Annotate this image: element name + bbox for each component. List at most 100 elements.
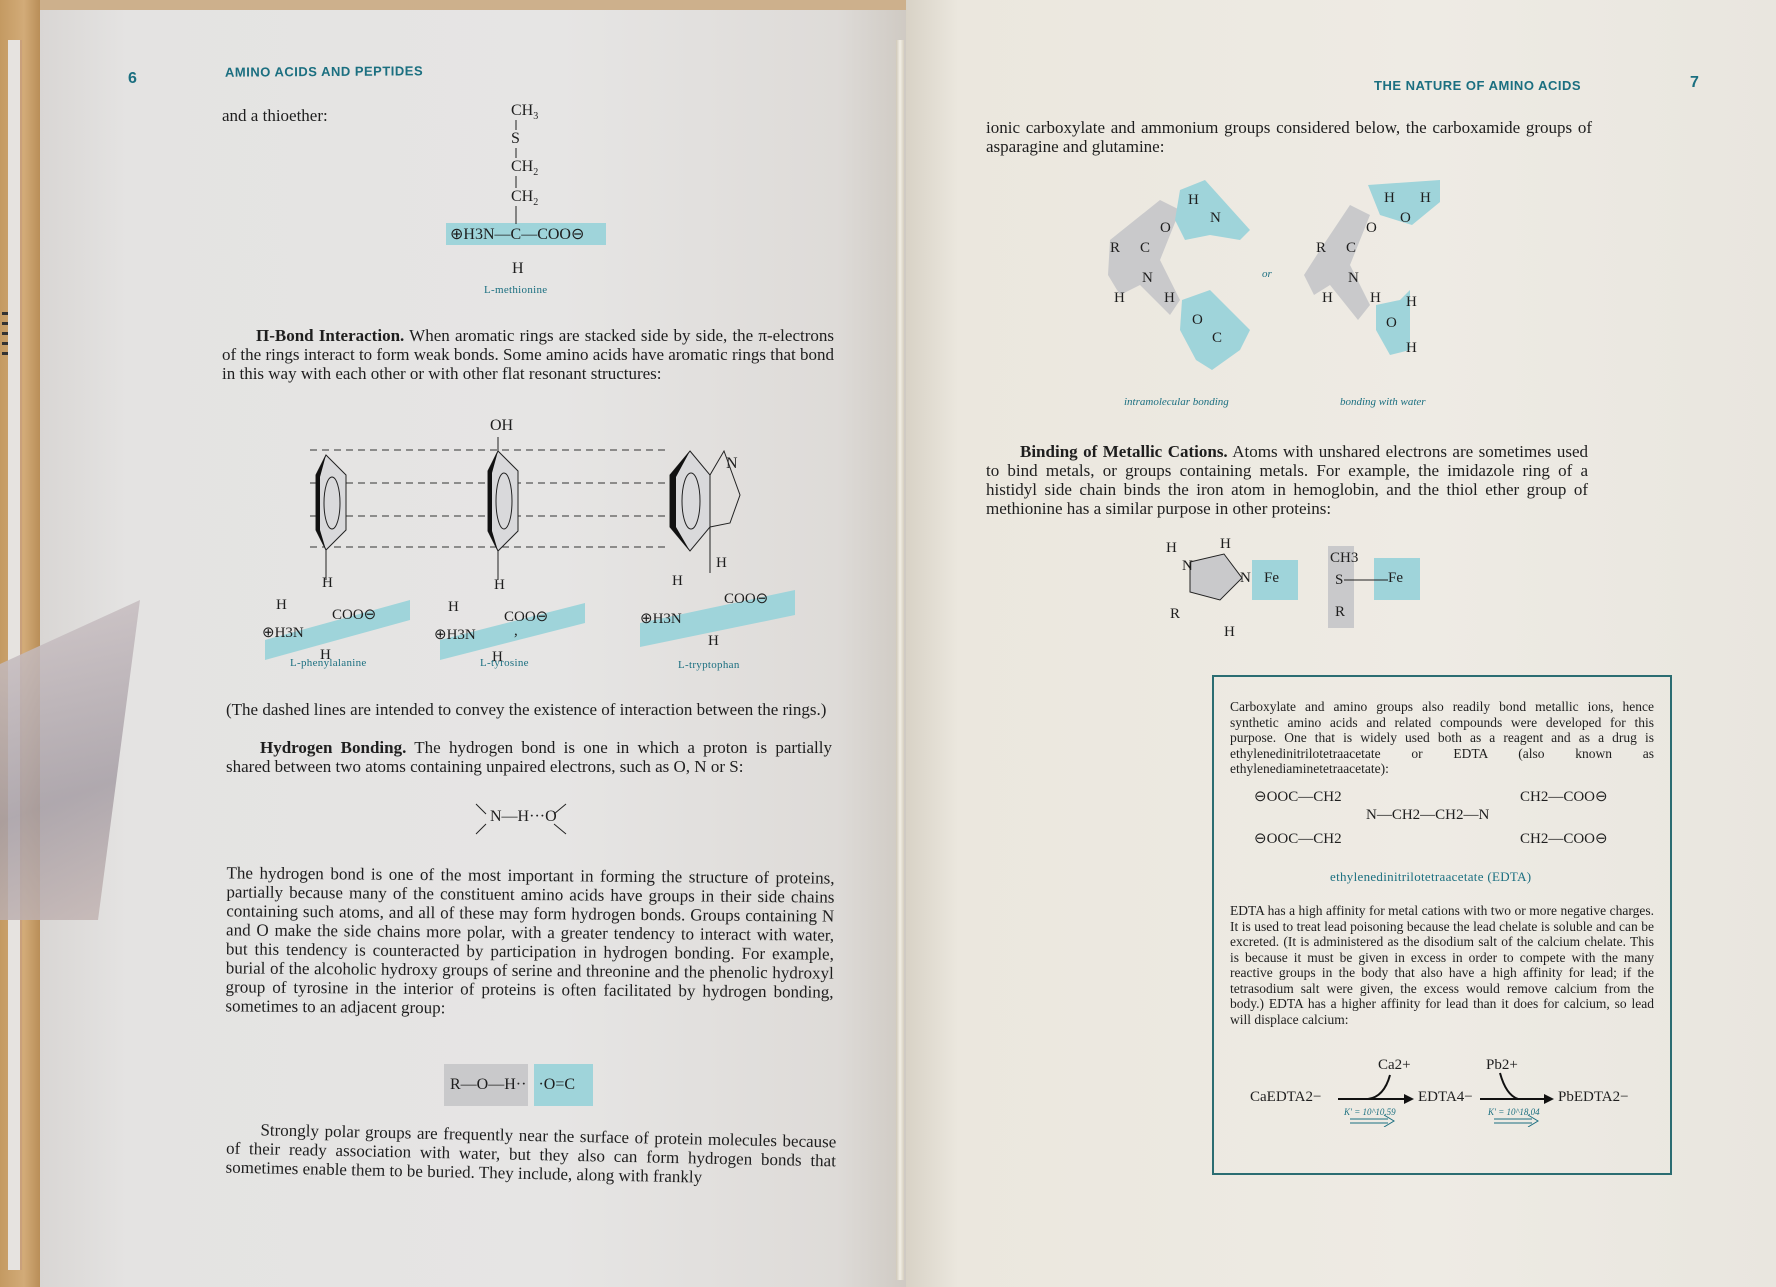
- nitrogen-atom: N: [1182, 558, 1193, 574]
- h-atom: H: [494, 577, 505, 593]
- pi-bond-paragraph: Π-Bond Interaction. When aromatic rings …: [222, 326, 834, 383]
- dashed-lines-note: (The dashed lines are intended to convey…: [226, 700, 827, 719]
- water-bonding-caption: bonding with water: [1340, 396, 1426, 408]
- h-atom: H: [320, 647, 331, 663]
- methyl-group: CH3: [1330, 550, 1359, 566]
- edta-caption: ethylenedinitrilotetraacetate (EDTA): [1330, 869, 1532, 884]
- h-atom: H: [1406, 294, 1417, 310]
- iron-atom: Fe: [1388, 570, 1403, 586]
- reaction-arrows: [1338, 1072, 1554, 1127]
- cover-mark: [2, 312, 11, 315]
- metallic-cations-paragraph: Binding of Metallic Cations. Atoms with …: [986, 442, 1588, 518]
- calcium-ion: Ca2+: [1378, 1057, 1411, 1073]
- h-atom: H: [448, 599, 459, 615]
- hydrogen-bond-importance-paragraph: The hydrogen bond is one of the most imp…: [225, 863, 835, 1018]
- cover-mark: [2, 332, 11, 335]
- lead-ion: Pb2+: [1486, 1057, 1518, 1073]
- aromatic-stacking-figure: OH N H H COO⊖ ⊕H3N H H H COO⊖ ⊕H3N , H H…: [250, 415, 810, 675]
- carboxylate: COO⊖: [504, 609, 549, 625]
- cover-mark: [2, 322, 11, 325]
- nitrogen-atom: N: [1210, 210, 1221, 226]
- h-atom: H: [1114, 290, 1125, 306]
- carbon-atom: C: [1212, 330, 1223, 346]
- metal-binding-figure: H H N N Fe R H CH3 S R Fe: [1160, 536, 1430, 640]
- indole-nitrogen: N: [726, 455, 738, 472]
- methionine-caption: L-methionine: [484, 284, 548, 296]
- free-edta: EDTA4−: [1418, 1089, 1473, 1105]
- edta-left-bottom: ⊖OOC—CH2: [1254, 831, 1342, 847]
- water-oxygen: O: [1400, 210, 1411, 226]
- r-o-h-o-c-formula: R—O—H···O=C: [444, 1064, 594, 1108]
- r-group: R: [1335, 604, 1346, 620]
- nitrogen-atom: N: [1240, 570, 1251, 586]
- oxygen-atom: O: [1192, 312, 1203, 328]
- h-atom: H: [492, 649, 503, 665]
- h-atom: H: [1384, 190, 1395, 206]
- carboxamide-figure: R C O H N N H H O C or R C O H O H N H H…: [1100, 180, 1480, 390]
- nitrogen-atom: N: [1348, 270, 1359, 286]
- methionine-bonds: [446, 120, 606, 245]
- imidazole-and-fe-drawing: [1189, 546, 1420, 628]
- r-group: R: [1316, 240, 1327, 256]
- carboxamide-intro: ionic carboxylate and ammonium groups co…: [986, 118, 1592, 156]
- grey-hydroxyl-group: R—O—H··: [444, 1064, 529, 1106]
- metallic-cations-heading: Binding of Metallic Cations.: [1020, 442, 1228, 461]
- cover-mark: [2, 352, 11, 355]
- edta-structure: ⊖OOC—CH2 ⊖OOC—CH2 N—CH2—CH2—N CH2—COO⊖ C…: [1254, 787, 1634, 867]
- edta-right-top: CH2—COO⊖: [1520, 789, 1608, 805]
- edta-right-bottom: CH2—COO⊖: [1520, 831, 1608, 847]
- r-group: R: [1110, 240, 1121, 256]
- r-group: R: [1170, 606, 1181, 622]
- equilibrium-constant-2: K′ = 10^18.04: [1488, 1107, 1540, 1117]
- n-h-o-formula: N—H···O: [475, 803, 567, 835]
- h-atom: H: [1420, 190, 1431, 206]
- iron-atom: Fe: [1264, 570, 1279, 586]
- cover-mark: [2, 342, 11, 345]
- thioether-intro: and a thioether:: [222, 106, 328, 125]
- h-atom: H: [1322, 290, 1333, 306]
- ammonium: ⊕H3N: [434, 627, 476, 643]
- methylene-group: CH2: [511, 158, 539, 179]
- h-atom: H: [1406, 340, 1417, 356]
- sulfur-atom: S: [511, 130, 520, 147]
- intramolecular-caption: intramolecular bonding: [1124, 396, 1229, 408]
- page-number-left: 6: [128, 70, 137, 87]
- h-atom: H: [1164, 290, 1175, 306]
- calcium-edta: CaEDTA2−: [1250, 1089, 1322, 1105]
- water-oxygen: O: [1386, 315, 1397, 331]
- carbon-atom: C: [1140, 240, 1151, 256]
- oxygen-atom: O: [1160, 220, 1171, 236]
- h-atom: H: [1370, 290, 1381, 306]
- alpha-hydrogen: H: [512, 260, 524, 277]
- n-h-o-text: N—H···O: [490, 808, 557, 825]
- edta-reaction: CaEDTA2− Ca2+ EDTA4− Pb2+ PbEDTA2− K′ = …: [1250, 1057, 1650, 1127]
- h-atom: H: [672, 573, 683, 589]
- phenylalanine-caption: L-phenylalanine: [290, 657, 367, 669]
- ammonium: ⊕H3N: [640, 611, 682, 627]
- h-atom: H: [276, 597, 287, 613]
- edta-affinity-paragraph: EDTA has a high affinity for metal catio…: [1230, 903, 1654, 1027]
- carboxylate: COO⊖: [724, 591, 769, 607]
- nitrogen-atom: N: [1142, 270, 1153, 286]
- h-atom: H: [322, 575, 333, 591]
- carboxylate: COO⊖: [332, 607, 377, 623]
- h-atom: H: [1224, 624, 1235, 640]
- equilibrium-constant-1: K′ = 10^10.59: [1344, 1107, 1396, 1117]
- edta-left-top: ⊖OOC—CH2: [1254, 789, 1342, 805]
- tyrosine-caption: L-tyrosine: [480, 657, 529, 669]
- hydrogen-bonding-heading: Hydrogen Bonding.: [260, 738, 407, 757]
- methylene-group: CH2: [511, 188, 539, 209]
- sulfur-atom: S: [1335, 572, 1344, 588]
- edta-info-box: Carboxylate and amino groups also readil…: [1212, 675, 1672, 1175]
- carbon-atom: C: [1346, 240, 1357, 256]
- running-head-left: AMINO ACIDS AND PEPTIDES: [224, 63, 424, 80]
- h-atom: H: [708, 633, 719, 649]
- book-gutter: [896, 40, 904, 1280]
- n-h-o-bonds: [475, 803, 567, 835]
- metallic-cations-text: Atoms with unshared electrons are someti…: [986, 442, 1589, 518]
- methionine-backbone: ⊕H3N—C—COO⊖: [450, 226, 585, 243]
- h-atom: H: [1188, 192, 1199, 208]
- h-atom: H: [1166, 540, 1177, 556]
- teal-carbonyl-group: ·O=C: [534, 1064, 594, 1106]
- pi-bond-heading: Π-Bond Interaction.: [256, 326, 405, 345]
